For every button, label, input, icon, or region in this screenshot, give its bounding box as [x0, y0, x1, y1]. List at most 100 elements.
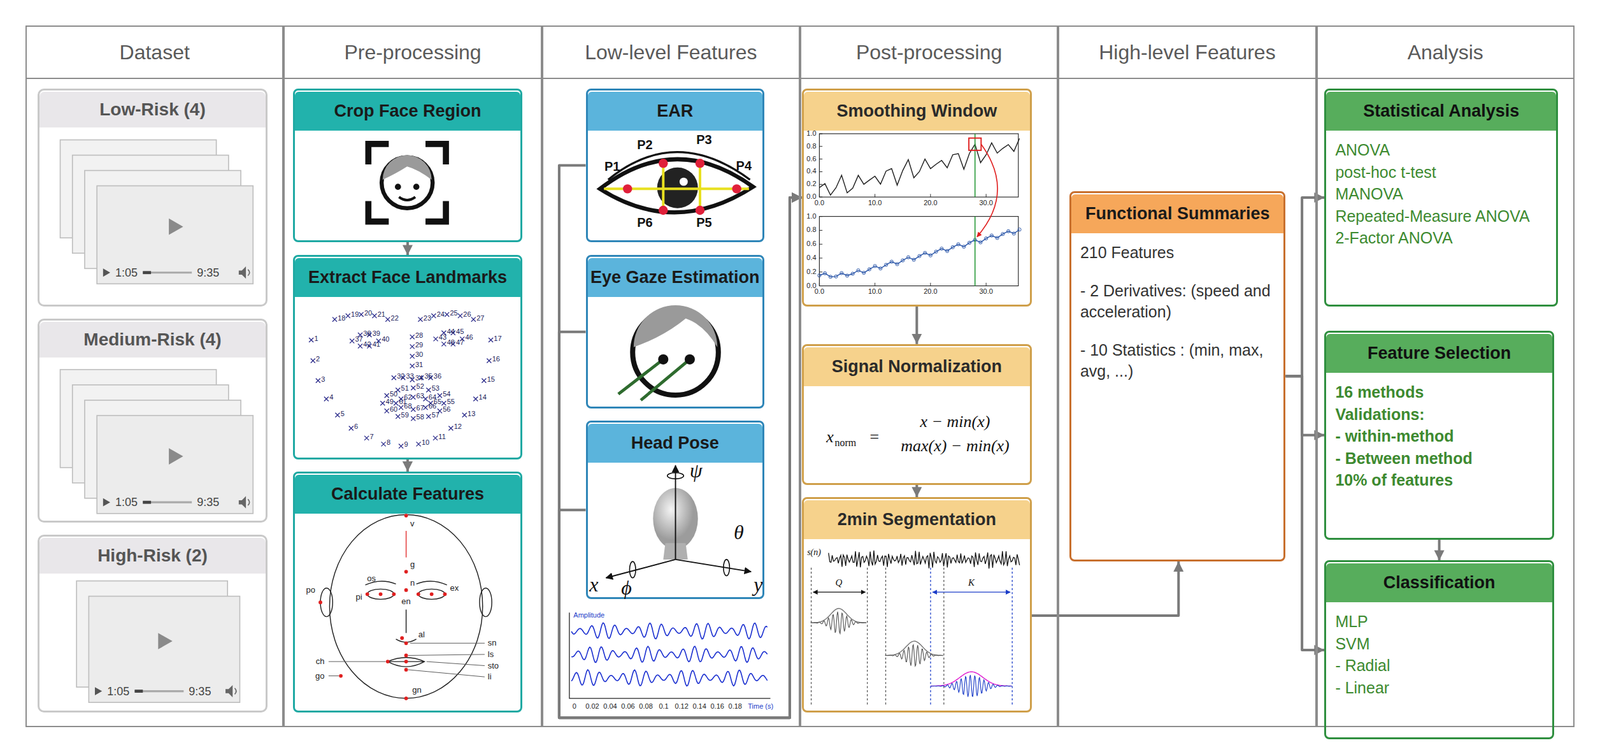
tick-label: 0.0 [814, 199, 825, 208]
window-box [968, 138, 981, 151]
series-marker [873, 264, 877, 268]
video-time: 1:05 [107, 684, 130, 697]
series-marker [912, 257, 916, 262]
window-edge [810, 567, 812, 707]
landmark-number: 47 [456, 338, 464, 347]
landmark-marker [332, 317, 337, 322]
axis-title: Amplitude [573, 611, 605, 620]
landmark-marker [385, 317, 390, 322]
flow-arrow [915, 484, 918, 497]
series-marker [823, 271, 827, 275]
head-outline [329, 514, 483, 698]
flow-arrow [559, 165, 802, 718]
video-thumbnail [96, 415, 253, 514]
formula: x − min(x) [919, 412, 990, 430]
brow [365, 580, 448, 585]
landmark-marker [444, 312, 450, 317]
column-band: High-level FeaturesFunctional Summaries2… [1057, 25, 1316, 727]
landmark-number: 8 [386, 438, 391, 447]
landmark-marker [345, 313, 351, 318]
landmark-number: 56 [442, 405, 451, 414]
gaze-ray [640, 359, 690, 400]
video-time: 9:35 [188, 684, 211, 697]
box-text: - Radial [1326, 654, 1552, 676]
landmark-number: 11 [438, 433, 446, 441]
axis-title: Time (s) [747, 702, 774, 711]
feature-box: Head Pose [585, 420, 765, 599]
landmark-number: 20 [364, 309, 372, 318]
landmark-number: 4 [329, 394, 334, 402]
series-marker [889, 259, 893, 264]
ear-vertical [698, 165, 702, 209]
landmark-marker [410, 415, 416, 421]
eye-point-label: P3 [696, 133, 712, 147]
anthropometric-point: sn [487, 638, 497, 648]
speaker-wave [247, 498, 250, 506]
landmark-marker [457, 313, 463, 318]
landmark-number: 66 [428, 402, 437, 411]
landmark-dot [385, 659, 390, 664]
chart-frame [819, 133, 1018, 197]
landmark-marker [441, 400, 446, 406]
play-small [103, 498, 111, 507]
landmark-number: 2 [315, 356, 320, 364]
flow-arrow [1285, 375, 1325, 650]
box-text: - 2 Derivatives: (speed and acceleration… [1071, 280, 1285, 322]
landmark-number: 23 [423, 314, 432, 323]
signal-name: s(n) [807, 547, 822, 557]
pose-axis [606, 559, 676, 578]
landmark-number: 49 [385, 398, 394, 406]
formula: norm [834, 437, 857, 449]
tick [819, 257, 823, 258]
eye-point-label: P2 [636, 138, 653, 152]
series-marker [989, 233, 993, 237]
landmark-marker [381, 441, 386, 446]
tick-label: 0.18 [728, 702, 743, 711]
tick-label: 0.4 [806, 168, 816, 176]
box-heading: Pre-processing [284, 28, 541, 79]
speaker-wave [247, 269, 250, 276]
analysis-box: Feature Selection16 methodsValidations:-… [1324, 330, 1554, 540]
series-marker [856, 268, 860, 272]
anthropometric-point: ch [315, 656, 325, 666]
landmark-marker [391, 375, 397, 380]
landmark-dot [404, 659, 409, 664]
landmark-number: 33 [406, 372, 415, 381]
tick-label: 30.0 [978, 287, 993, 296]
landmark-dot [318, 600, 323, 604]
landmark-number: 22 [391, 314, 399, 323]
video-stack [60, 139, 254, 284]
landmark-marker [357, 343, 363, 349]
analysis-box: Statistical AnalysisANOVApost-hoc t-test… [1324, 88, 1558, 306]
landmark-marker [349, 425, 354, 430]
tick [929, 282, 931, 286]
landmark-dot [443, 591, 448, 596]
eye-point [695, 205, 705, 215]
windowed-signal [930, 674, 1013, 697]
landmark-number: 63 [416, 392, 425, 400]
landmark-dot [400, 635, 404, 640]
speaker-wave [234, 687, 236, 695]
series-marker [940, 247, 944, 251]
anthropometric-point: sto [487, 661, 499, 671]
video-time: 9:35 [196, 496, 220, 509]
tick [819, 271, 823, 272]
rotation-arc [723, 559, 730, 576]
dataset-box: High-Risk (2) [37, 534, 267, 713]
series-marker [1012, 231, 1016, 236]
landmark-marker [335, 412, 340, 418]
series-marker [923, 250, 927, 255]
landmark-marker [398, 443, 404, 449]
tick-label: 30.0 [978, 199, 993, 208]
rotation-arc [629, 561, 636, 578]
landmark-number: 27 [476, 314, 485, 323]
progress-done [142, 500, 151, 504]
flow-arrow [559, 197, 802, 718]
landmark-marker [486, 357, 492, 363]
landmark-number: 26 [463, 310, 471, 319]
tick-label: 0.6 [806, 155, 816, 164]
preprocess-box: Extract Face Landmarks [292, 254, 523, 459]
k-span [932, 591, 1011, 593]
segmentation-illustration [810, 550, 1020, 707]
